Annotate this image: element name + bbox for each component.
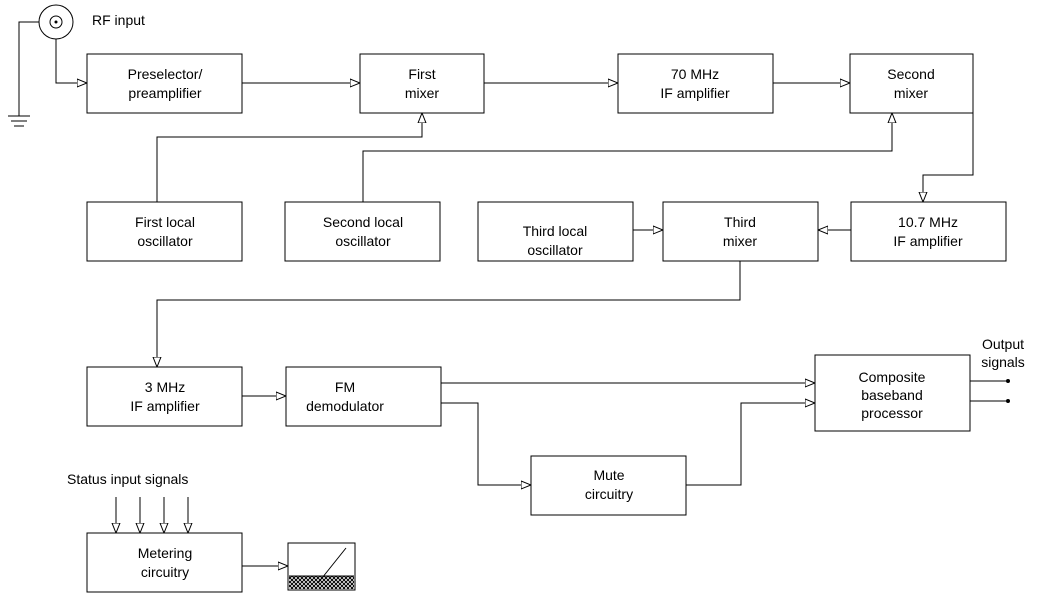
first-lo-label-line1: First local <box>135 214 195 230</box>
wire-first-lo-to-first-mixer <box>156 113 422 202</box>
preselector-label-line2: preamplifier <box>128 85 201 101</box>
mute-label-line1: Mute <box>593 467 624 483</box>
ground-icon <box>8 21 39 127</box>
output-signal-terminals <box>970 379 1010 403</box>
third-mixer-block: Third mixer <box>662 201 819 262</box>
status-input-arrows <box>116 497 188 533</box>
if10-7-label-line2: IF amplifier <box>893 233 963 249</box>
if10-7-label-line1: 10.7 MHz <box>898 214 958 230</box>
metering-label-line2: circuitry <box>141 564 189 580</box>
fm-demodulator-block: FM demodulator <box>285 366 442 427</box>
second-mixer-block: Second mixer <box>849 53 974 114</box>
wire-second-lo-to-second-mixer <box>362 113 892 202</box>
second-lo-label-line1: Second local <box>323 214 403 230</box>
if70-label-line1: 70 MHz <box>671 66 719 82</box>
if70-amplifier-block: 70 MHz IF amplifier <box>617 53 774 114</box>
if3-label-line1: 3 MHz <box>145 379 185 395</box>
meter-icon <box>287 542 356 591</box>
preselector-preamplifier-block: Preselector/ preamplifier <box>86 53 243 114</box>
third-local-oscillator-block: Third local oscillator <box>477 201 634 262</box>
rf-input-connector-icon <box>38 4 74 40</box>
metering-circuitry-block: Metering circuitry <box>86 532 243 593</box>
second-local-oscillator-block: Second local oscillator <box>284 201 441 262</box>
wire-rf-to-preselector <box>55 39 87 83</box>
third-mixer-label-line2: mixer <box>723 233 758 249</box>
wire-second-mixer-to-if10-7 <box>923 113 974 202</box>
if3-label-line2: IF amplifier <box>130 398 200 414</box>
wire-fm-demod-to-mute <box>441 402 531 485</box>
second-mixer-label-line2: mixer <box>894 85 929 101</box>
third-lo-label-line1: Third local <box>523 223 588 239</box>
if10-7-amplifier-block: 10.7 MHz IF amplifier <box>850 201 1007 262</box>
first-mixer-block: First mixer <box>359 53 485 114</box>
first-mixer-label-line1: First <box>408 66 435 82</box>
third-lo-label-line2: oscillator <box>527 242 583 258</box>
first-mixer-label-line2: mixer <box>405 85 440 101</box>
if70-label-line2: IF amplifier <box>660 85 730 101</box>
if3-amplifier-block: 3 MHz IF amplifier <box>86 366 243 427</box>
output-label-line1: Output <box>982 336 1024 352</box>
fm-demod-label-line2: demodulator <box>306 398 384 414</box>
first-lo-label-line2: oscillator <box>137 233 193 249</box>
status-input-signals-label: Status input signals <box>67 471 188 487</box>
third-mixer-label-line1: Third <box>724 214 756 230</box>
output-label-line2: signals <box>981 354 1025 370</box>
composite-label-line3: processor <box>861 405 923 421</box>
second-mixer-label-line1: Second <box>887 66 934 82</box>
rf-input-label: RF input <box>92 12 145 28</box>
fm-demod-label-line1: FM <box>335 379 355 395</box>
wire-mute-to-composite <box>686 403 815 486</box>
wire-third-mixer-to-if3 <box>157 261 741 367</box>
preselector-label-line1: Preselector/ <box>128 66 203 82</box>
first-local-oscillator-block: First local oscillator <box>86 201 243 262</box>
composite-label-line2: baseband <box>861 387 923 403</box>
composite-label-line1: Composite <box>859 369 926 385</box>
metering-label-line1: Metering <box>138 545 192 561</box>
mute-circuitry-block: Mute circuitry <box>530 455 687 516</box>
mute-label-line2: circuitry <box>585 486 633 502</box>
composite-baseband-processor-block: Composite baseband processor <box>814 354 971 432</box>
second-lo-label-line2: oscillator <box>335 233 391 249</box>
